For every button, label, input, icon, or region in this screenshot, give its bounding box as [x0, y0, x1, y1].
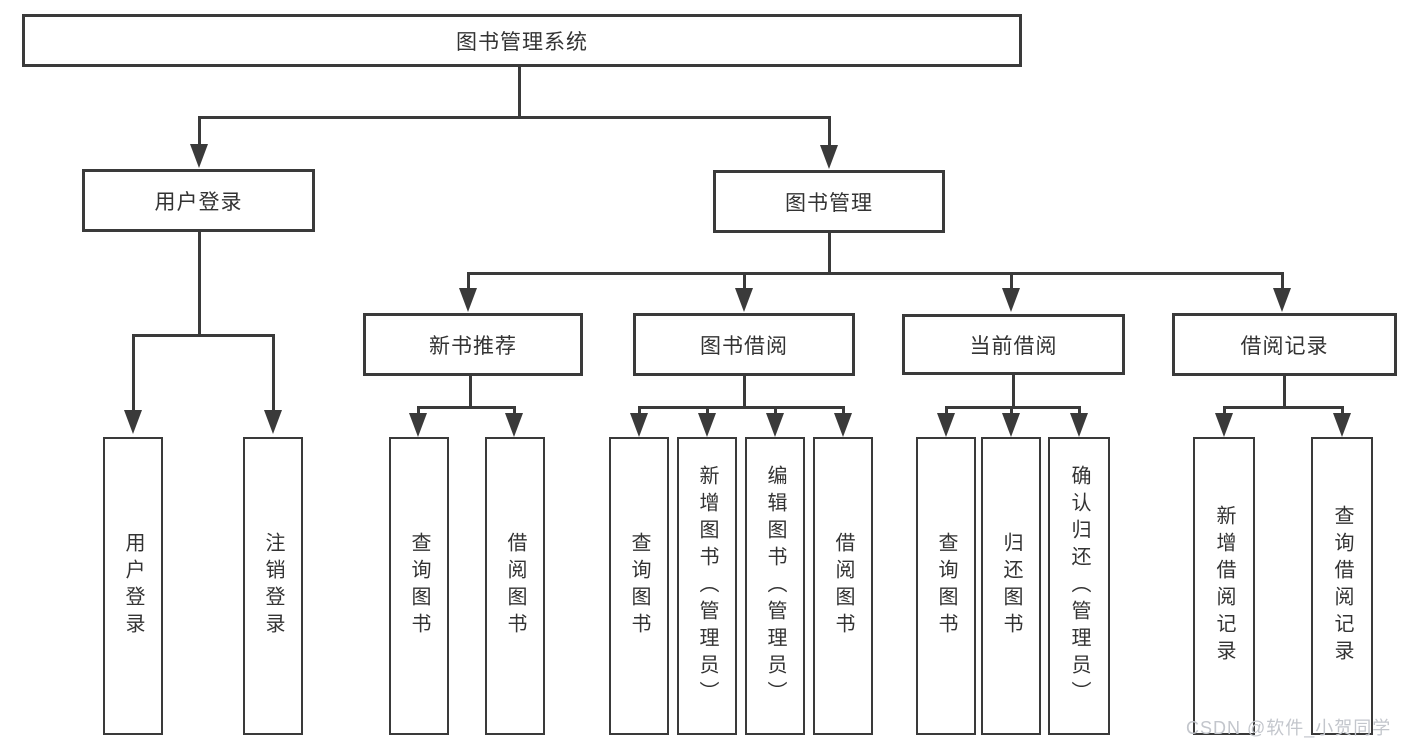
- connector-vline: [131, 334, 135, 410]
- leaf-borrow-books: 借阅图书: [813, 437, 873, 735]
- connector-arrowhead: [1273, 288, 1291, 312]
- connector-hline: [944, 406, 1081, 409]
- connector-vline: [1340, 406, 1344, 413]
- node-user-login: 用户登录: [82, 169, 315, 232]
- connector-arrowhead: [630, 413, 648, 437]
- connector-vline: [197, 232, 201, 334]
- node-label: 用户登录: [154, 190, 243, 214]
- connector-arrowhead: [409, 413, 427, 437]
- connector-vline: [197, 116, 201, 144]
- connector-vline: [827, 233, 831, 272]
- connector-vline: [517, 67, 521, 116]
- node-borrow-records: 借阅记录: [1172, 313, 1397, 376]
- connector-arrowhead: [735, 288, 753, 312]
- leaf-return-books: 归还图书: [981, 437, 1041, 735]
- node-book-borrow: 图书借阅: [633, 313, 855, 376]
- connector-vline: [827, 116, 831, 145]
- node-label: 当前借阅: [969, 334, 1058, 358]
- connector-arrowhead: [1002, 288, 1020, 312]
- leaf-label: 查询借阅记录: [1331, 505, 1353, 667]
- leaf-label: 确认归还（管理员）: [1068, 464, 1090, 708]
- node-new-book-recommend: 新书推荐: [363, 313, 583, 376]
- connector-arrowhead: [820, 145, 838, 169]
- connector-vline: [944, 406, 948, 413]
- connector-vline: [742, 272, 746, 288]
- leaf-edit-books-admin: 编辑图书（管理员）: [745, 437, 805, 735]
- leaf-label: 新增图书（管理员）: [696, 464, 718, 708]
- leaf-label: 用户登录: [122, 532, 144, 640]
- node-label: 图书借阅: [700, 334, 788, 358]
- watermark: CSDN @软件_小贺同学: [1186, 718, 1392, 738]
- connector-arrowhead: [1215, 413, 1233, 437]
- connector-hline: [197, 116, 831, 119]
- connector-vline: [637, 406, 641, 413]
- connector-hline: [637, 406, 845, 409]
- node-current-borrow: 当前借阅: [902, 314, 1125, 375]
- connector-arrowhead: [190, 144, 208, 168]
- leaf-label: 查询图书: [628, 532, 650, 640]
- connector-arrowhead: [124, 410, 142, 434]
- connector-vline: [512, 406, 516, 413]
- node-library-system: 图书管理系统: [22, 14, 1022, 67]
- connector-arrowhead: [766, 413, 784, 437]
- connector-vline: [416, 406, 420, 413]
- connector-vline: [1011, 374, 1015, 406]
- connector-vline: [742, 376, 746, 406]
- leaf-label: 借阅图书: [504, 532, 526, 640]
- connector-vline: [1009, 272, 1013, 288]
- node-label: 图书管理: [785, 191, 873, 215]
- connector-vline: [466, 272, 470, 288]
- connector-vline: [468, 376, 472, 406]
- leaf-label: 新增借阅记录: [1213, 505, 1235, 667]
- connector-arrowhead: [459, 288, 477, 312]
- connector-vline: [1009, 406, 1013, 413]
- node-book-management: 图书管理: [713, 170, 945, 233]
- leaf-query-books-current: 查询图书: [916, 437, 976, 735]
- leaf-label: 查询图书: [935, 532, 957, 640]
- node-label: 图书管理系统: [456, 30, 588, 54]
- leaf-confirm-return-admin: 确认归还（管理员）: [1048, 437, 1110, 735]
- connector-vline: [705, 406, 709, 413]
- connector-hline: [131, 334, 275, 337]
- connector-hline: [466, 272, 1284, 275]
- connector-arrowhead: [1333, 413, 1351, 437]
- connector-arrowhead: [937, 413, 955, 437]
- connector-vline: [1280, 272, 1284, 288]
- node-label: 新书推荐: [429, 334, 517, 358]
- leaf-query-books-borrow: 查询图书: [609, 437, 669, 735]
- connector-vline: [841, 406, 845, 413]
- connector-arrowhead: [698, 413, 716, 437]
- leaf-add-borrow-record: 新增借阅记录: [1193, 437, 1255, 735]
- connector-arrowhead: [264, 410, 282, 434]
- connector-arrowhead: [1002, 413, 1020, 437]
- connector-arrowhead: [1070, 413, 1088, 437]
- leaf-label: 归还图书: [1000, 532, 1022, 640]
- node-label: 借阅记录: [1240, 334, 1329, 358]
- leaf-add-books-admin: 新增图书（管理员）: [677, 437, 737, 735]
- leaf-query-books-recommend: 查询图书: [389, 437, 449, 735]
- connector-arrowhead: [505, 413, 523, 437]
- leaf-label: 查询图书: [408, 532, 430, 640]
- connector-vline: [1222, 406, 1226, 413]
- leaf-user-login: 用户登录: [103, 437, 163, 735]
- leaf-label: 编辑图书（管理员）: [764, 464, 786, 708]
- leaf-logout: 注销登录: [243, 437, 303, 735]
- connector-vline: [271, 334, 275, 410]
- leaf-label: 注销登录: [262, 532, 284, 640]
- leaf-query-borrow-record: 查询借阅记录: [1311, 437, 1373, 735]
- leaf-borrow-books-recommend: 借阅图书: [485, 437, 545, 735]
- connector-vline: [1077, 406, 1081, 413]
- connector-hline: [416, 406, 516, 409]
- connector-vline: [1282, 376, 1286, 406]
- connector-vline: [773, 406, 777, 413]
- connector-arrowhead: [834, 413, 852, 437]
- connector-hline: [1222, 406, 1344, 409]
- leaf-label: 借阅图书: [832, 532, 854, 640]
